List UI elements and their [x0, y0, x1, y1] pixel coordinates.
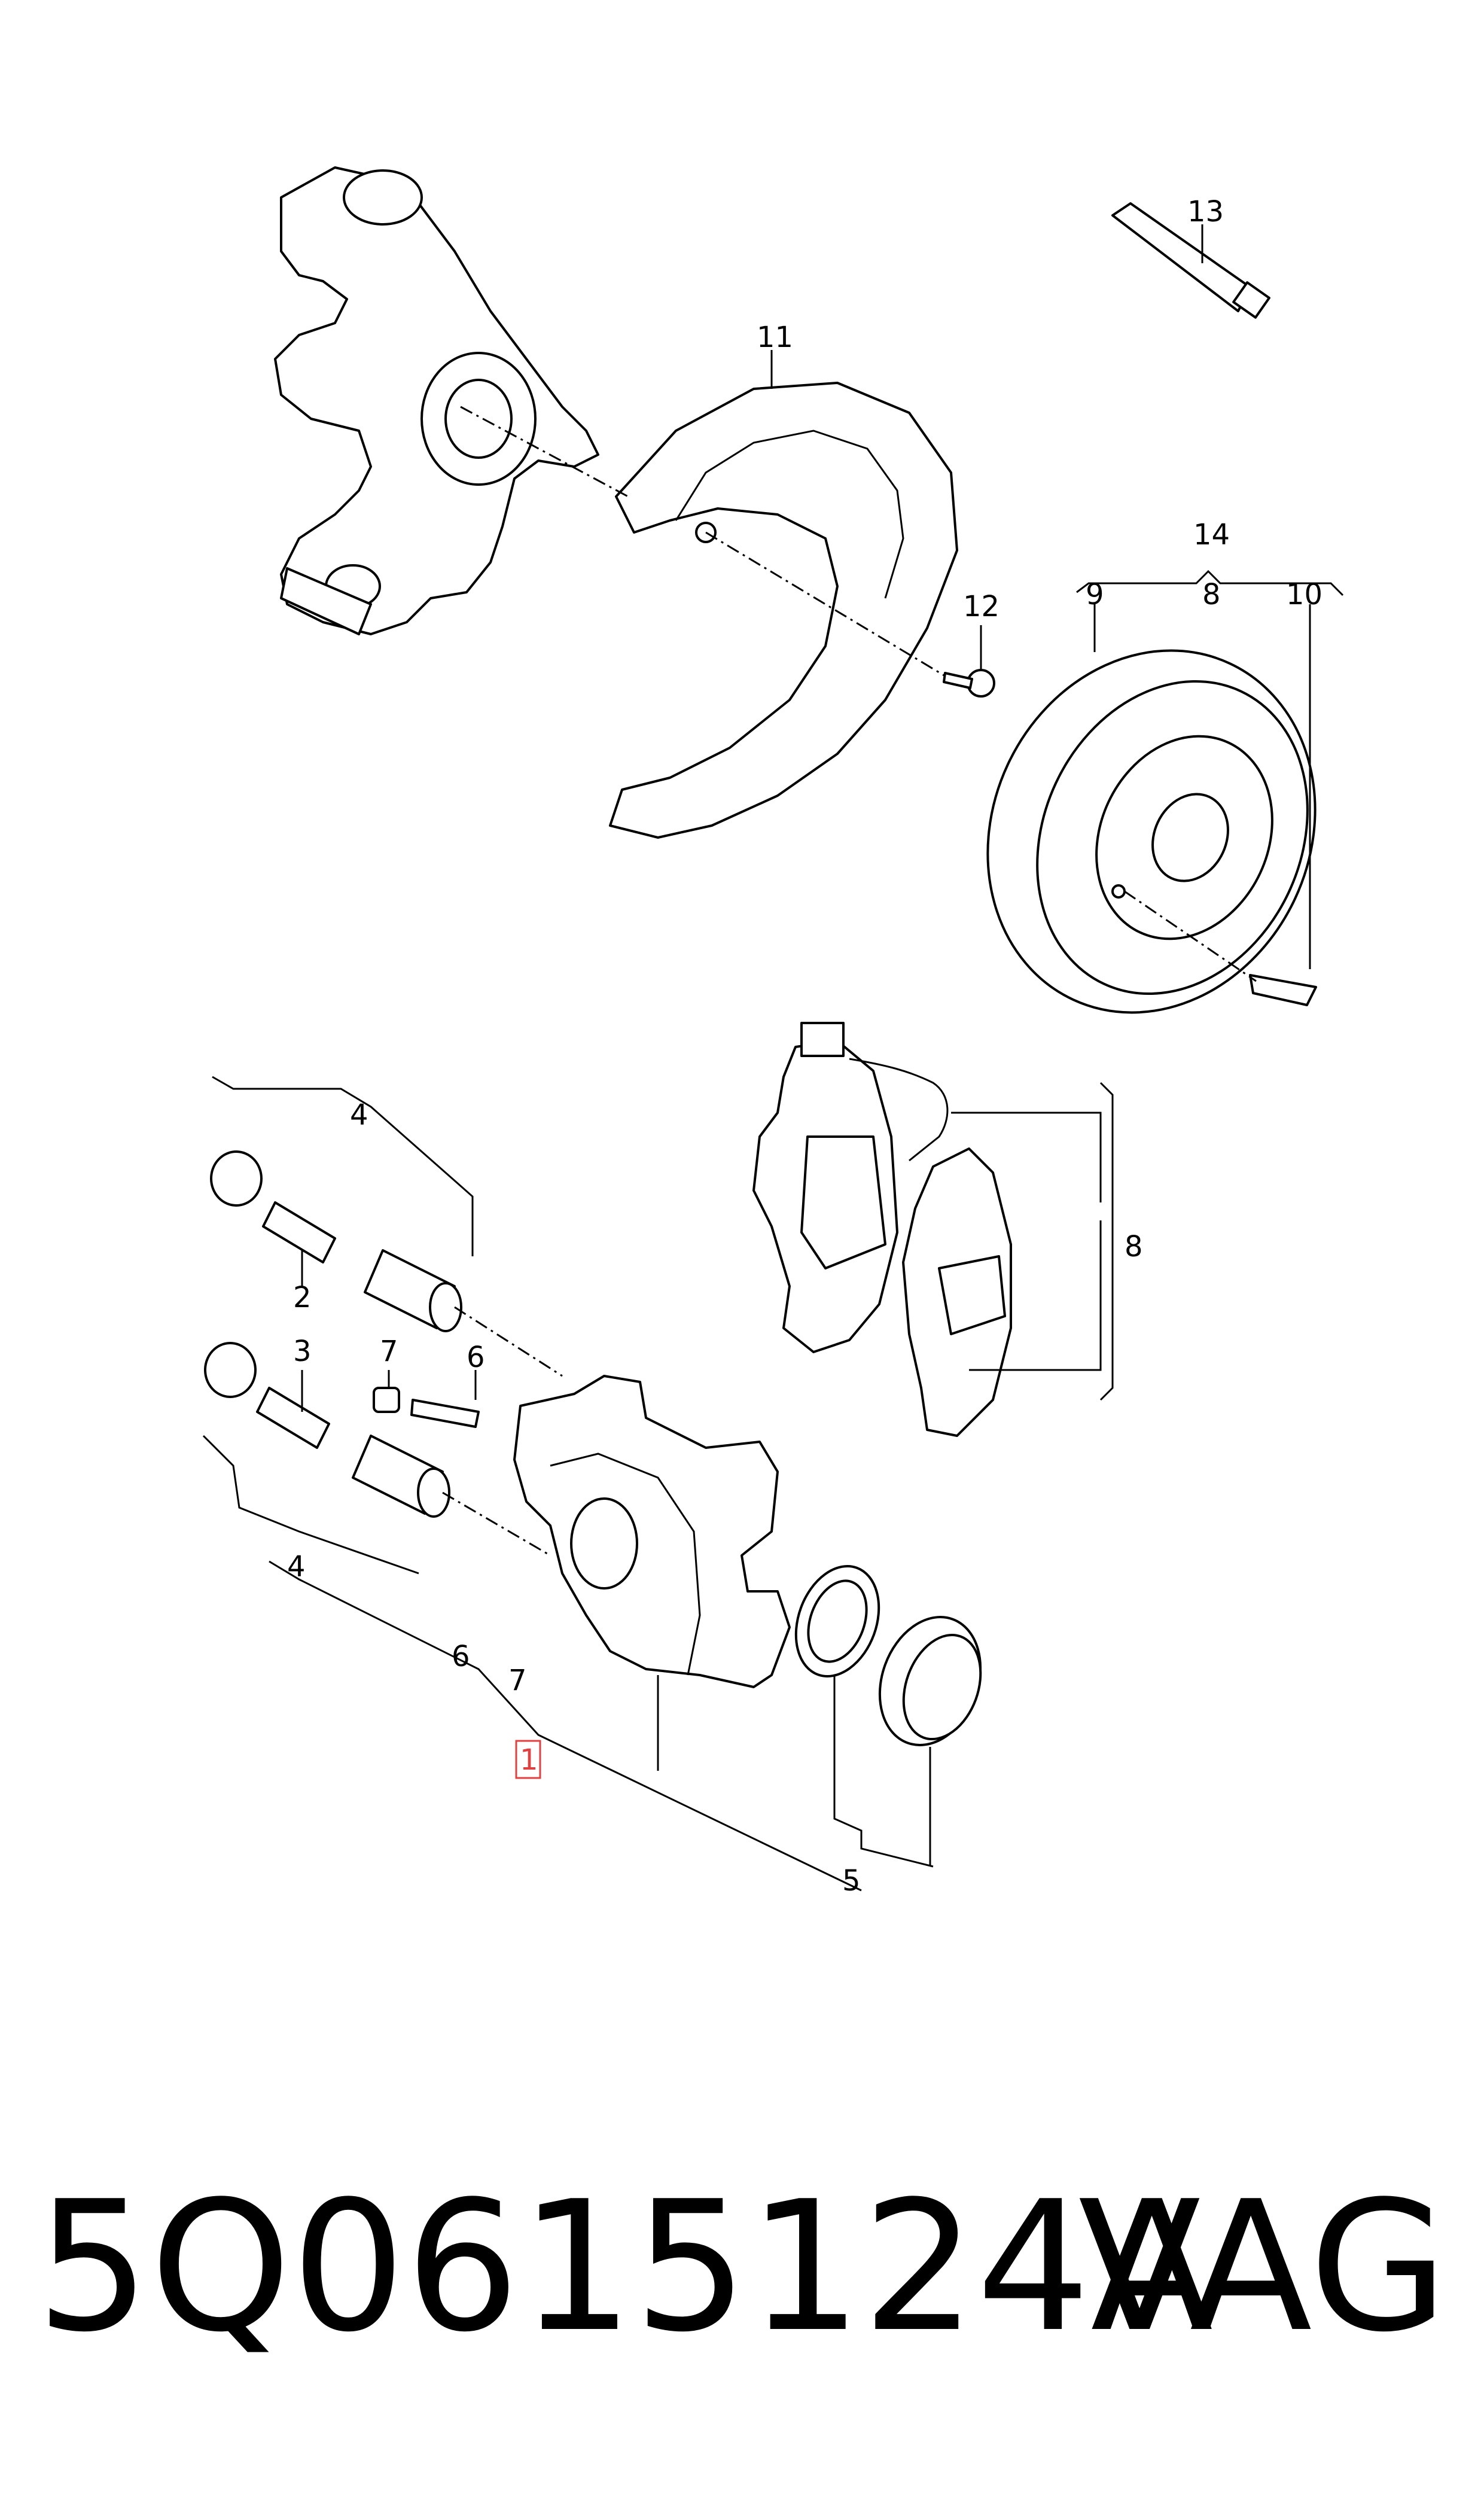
- bleed-screw: [410, 1399, 480, 1428]
- brand-label: VAG: [1078, 2163, 1448, 2371]
- callout-6-lower: 6: [452, 1640, 470, 1673]
- brake-pad-outer: [902, 1147, 1012, 1437]
- piston-seal: [794, 1565, 880, 1677]
- callout-1-highlight-box: [515, 1740, 541, 1779]
- callout-8-right: 8: [1125, 1230, 1143, 1263]
- callout-1: 1: [520, 1743, 538, 1777]
- callout-6-upper: 6: [467, 1341, 485, 1374]
- callout-5: 5: [842, 1864, 861, 1898]
- callout-13: 13: [1187, 195, 1224, 229]
- steering-knuckle: [274, 166, 599, 635]
- shield-bolt: [943, 669, 995, 698]
- callout-14: 14: [1193, 518, 1230, 552]
- brake-disc: [986, 649, 1317, 1014]
- callout-9: 9: [1086, 578, 1104, 611]
- paste-tube: [1111, 202, 1270, 319]
- brake-caliper: [513, 1375, 791, 1688]
- callout-3: 3: [293, 1335, 312, 1368]
- leader-lines: [202, 224, 1344, 1892]
- part-number: 5Q0615124A: [36, 2163, 1214, 2371]
- callout-4-upper: 4: [350, 1098, 368, 1132]
- dust-boot: [878, 1616, 982, 1746]
- guide-bolt-upper: [210, 1150, 462, 1332]
- brake-pad-inner: [752, 1022, 949, 1353]
- callout-10: 10: [1286, 578, 1323, 611]
- callout-11: 11: [757, 321, 793, 354]
- callout-7-upper: 7: [380, 1335, 398, 1368]
- diagram-canvas: 4 2 3 7 6 4 6 7 1 5 11 13 14 12 9 8 10 8: [202, 166, 1344, 1898]
- disc-screw: [1249, 974, 1317, 1006]
- callout-2: 2: [293, 1281, 312, 1314]
- callout-8-top: 8: [1202, 578, 1221, 611]
- guide-bolt-lower: [204, 1342, 450, 1518]
- footer: 5Q0615124A VAG: [0, 2130, 1484, 2465]
- callout-7-lower: 7: [508, 1664, 527, 1697]
- bleed-cap: [373, 1387, 400, 1413]
- assembly-lines: [442, 406, 1257, 1557]
- callout-4-lower: 4: [287, 1550, 306, 1584]
- exploded-parts-diagram: 4 2 3 7 6 4 6 7 1 5 11 13 14 12 9 8 10 8: [202, 166, 1344, 1898]
- splash-shield: [609, 382, 958, 839]
- callout-12: 12: [963, 590, 1000, 623]
